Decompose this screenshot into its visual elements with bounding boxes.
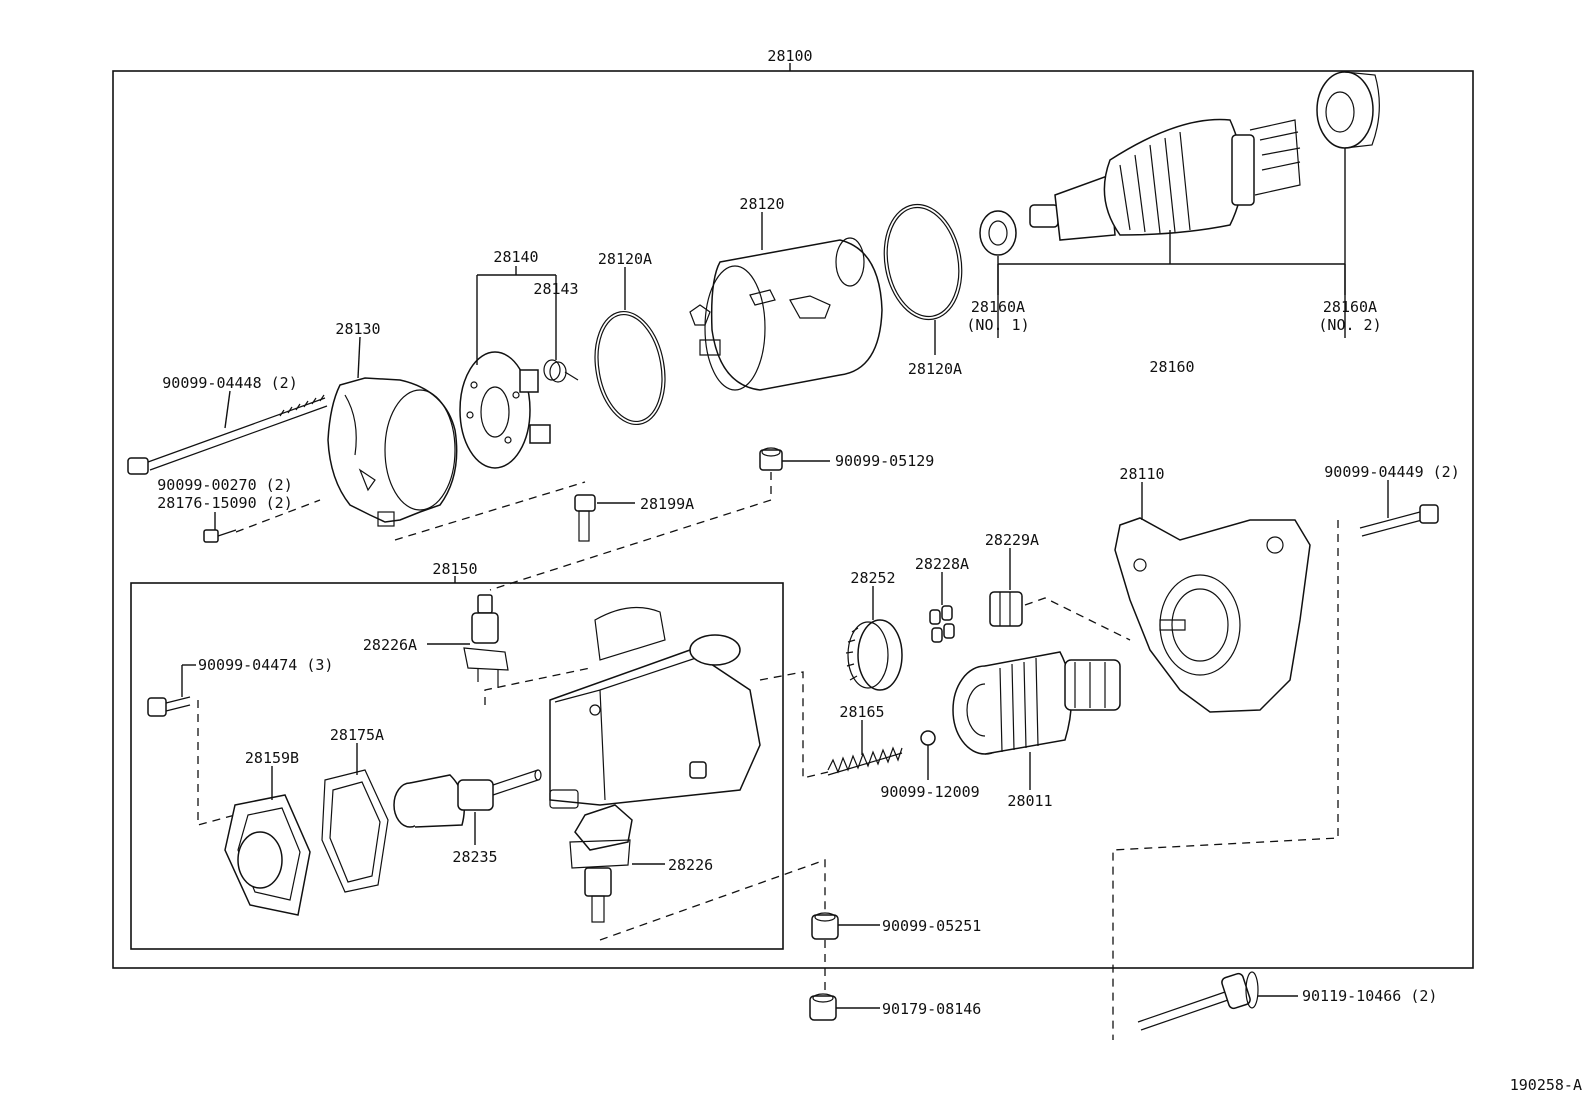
bearing-no2-part xyxy=(1316,71,1380,149)
brush-holder-part xyxy=(459,351,551,469)
label-28110: 28110 xyxy=(1119,465,1164,483)
diagram-id: 190258-A xyxy=(1510,1076,1582,1094)
long-bolt-part xyxy=(1137,971,1259,1031)
terminal-b-part xyxy=(569,804,633,923)
dash-terminal-b xyxy=(599,859,826,941)
o-ring-part-1 xyxy=(594,310,666,426)
clutch-part xyxy=(952,651,1121,755)
dash-retainer-housing xyxy=(1024,597,1131,641)
drive-housing-part xyxy=(1114,517,1311,713)
nut-05251-part xyxy=(811,912,839,940)
assembly-frame xyxy=(112,70,1474,969)
label-28175A: 28175A xyxy=(330,726,384,744)
brush-spring-part xyxy=(543,359,579,383)
label-28011: 28011 xyxy=(1007,792,1052,810)
idler-gear-part xyxy=(845,619,903,691)
screw-04474-part xyxy=(147,696,191,717)
label-28160A-2: 28160A xyxy=(1323,298,1377,316)
label-90099-05251: 90099-05251 xyxy=(882,917,981,935)
label-28226A: 28226A xyxy=(363,636,417,654)
label-28226: 28226 xyxy=(668,856,713,874)
label-28228A: 28228A xyxy=(915,555,969,573)
dash-housing-bolts xyxy=(1112,520,1339,1040)
dash-terminal-a xyxy=(484,667,591,705)
label-90099-04449: 90099-04449 (2) xyxy=(1324,463,1459,481)
label-90099-05129: 90099-05129 xyxy=(835,452,934,470)
o-ring-part-2-inner xyxy=(886,206,960,318)
label-28159B: 28159B xyxy=(245,749,299,767)
dash-frame-28199A xyxy=(394,481,586,541)
label-90179-08146: 90179-08146 xyxy=(882,1000,981,1018)
label-28176-15090: 28176-15090 (2) xyxy=(157,494,292,512)
label-90099-00270: 90099-00270 (2) xyxy=(157,476,292,494)
leader-28130 xyxy=(357,336,361,379)
armature-part xyxy=(1029,118,1301,241)
bearing-no1-part xyxy=(979,210,1017,256)
terminal-a-part xyxy=(463,594,509,688)
steel-ball-part xyxy=(920,730,936,746)
label-28150: 28150 xyxy=(432,560,477,578)
nut-05129-part xyxy=(759,447,783,471)
return-spring-part xyxy=(827,746,903,776)
label-28160A-2-sub: (NO. 2) xyxy=(1318,316,1381,334)
plunger-part xyxy=(393,769,542,828)
label-28120A-mid: 28120A xyxy=(908,360,962,378)
label-28160: 28160 xyxy=(1149,358,1194,376)
dash-nut-05129 xyxy=(489,472,772,591)
yoke-part xyxy=(689,237,883,391)
label-28235: 28235 xyxy=(452,848,497,866)
roller-part xyxy=(929,605,955,643)
o-ring-part-2 xyxy=(883,203,963,321)
label-90099-12009: 90099-12009 xyxy=(880,783,979,801)
label-28143: 28143 xyxy=(533,280,578,298)
label-90099-04474: 90099-04474 (3) xyxy=(198,656,333,674)
label-28199A: 28199A xyxy=(640,495,694,513)
label-90099-04448: 90099-04448 (2) xyxy=(162,374,297,392)
label-28100: 28100 xyxy=(767,47,812,65)
end-frame-part xyxy=(327,377,458,527)
magnetic-switch-housing-part xyxy=(549,606,761,809)
gasket-part xyxy=(321,769,389,893)
label-28140: 28140 xyxy=(493,248,538,266)
nut-08146-part xyxy=(809,993,837,1021)
dash-spring xyxy=(759,671,829,779)
label-28229A: 28229A xyxy=(985,531,1039,549)
o-ring-part-1-inner xyxy=(597,313,663,423)
dash-screw-to-frame xyxy=(235,499,321,533)
retainer-part xyxy=(989,591,1023,627)
end-cover-part xyxy=(224,794,311,916)
label-28252: 28252 xyxy=(850,569,895,587)
label-28165: 28165 xyxy=(839,703,884,721)
leader-90099-04448 xyxy=(224,390,231,429)
label-28120A-top: 28120A xyxy=(598,250,652,268)
small-screw-part xyxy=(203,529,237,543)
terminal-bolt-part xyxy=(574,494,596,542)
dash-screw-04474 xyxy=(197,700,236,826)
label-90119-10466: 90119-10466 (2) xyxy=(1302,987,1437,1005)
bolt-04449-part xyxy=(1359,504,1439,537)
subassembly-frame xyxy=(130,582,784,950)
label-28130: 28130 xyxy=(335,320,380,338)
through-bolt-part xyxy=(127,394,328,475)
label-28120: 28120 xyxy=(739,195,784,213)
